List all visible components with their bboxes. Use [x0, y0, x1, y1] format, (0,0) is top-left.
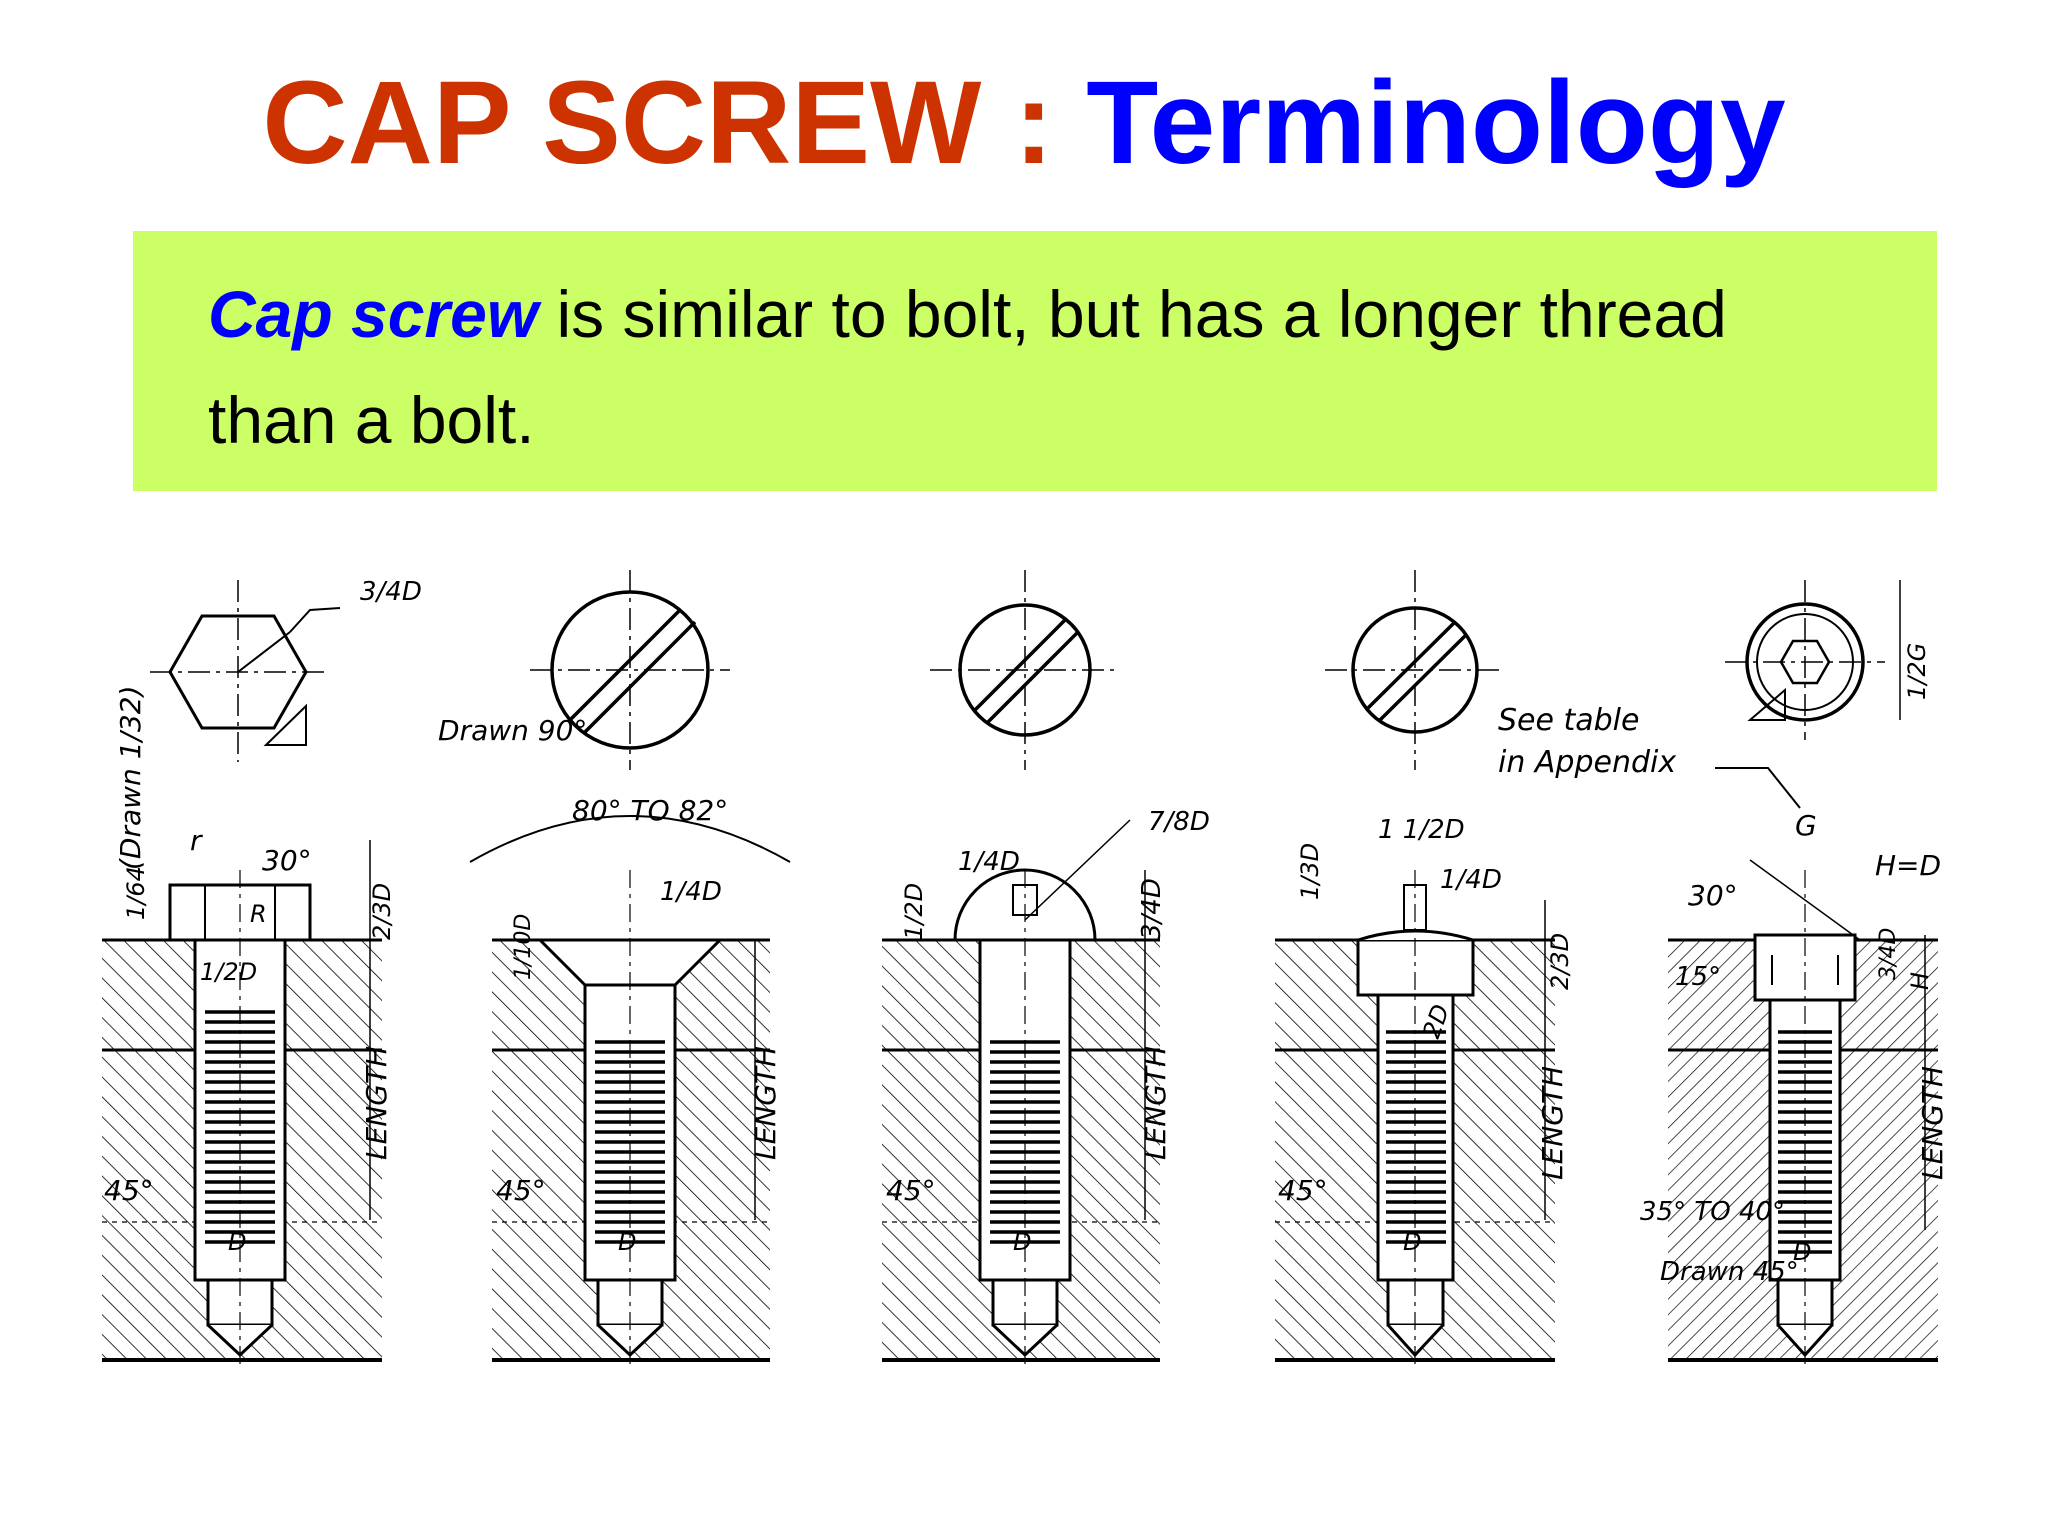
label-1-2-d: 1/2D — [200, 958, 257, 986]
label-80-to-82-deg: 80° TO 82° — [572, 794, 728, 827]
label-7-8-d: 7/8D — [1148, 807, 1210, 837]
label-d: D — [1013, 1228, 1031, 1256]
label-3-4-d: 3/4D — [360, 577, 422, 607]
label-1-2-g: 1/2G — [1903, 643, 1931, 700]
label-length: LENGTH — [1536, 1066, 1569, 1180]
label-2-3-d: 2/3D — [1546, 933, 1574, 990]
label-1-1-2-d: 1 1/2D — [1378, 815, 1465, 845]
socket-head-cap-screw: 1/2G G H=D 30° 15° 3/4D H LENGTH D 35° T… — [1640, 580, 1949, 1370]
definition-line-2: than a bolt. — [208, 383, 535, 457]
label-3-4-d: 3/4D — [1137, 878, 1167, 940]
label-35-to-40-deg: 35° TO 40° — [1640, 1197, 1785, 1227]
label-r-upper: R — [250, 900, 267, 928]
label-in-appendix: in Appendix — [1498, 745, 1676, 780]
label-45-deg: 45° — [886, 1174, 936, 1207]
label-d: D — [1793, 1238, 1811, 1266]
cap-screw-diagrams: 3/4D (Drawn 1/32) r 30° R 1/64 2/3D 1/2D… — [102, 570, 1949, 1370]
label-length: LENGTH — [749, 1046, 782, 1160]
title-cap-screw: CAP SCREW : — [262, 57, 1054, 189]
label-1-4-d: 1/4D — [958, 847, 1020, 877]
label-drawn-1-32: (Drawn 1/32) — [114, 685, 147, 870]
label-1-64: 1/64 — [122, 866, 150, 920]
label-drawn-45: Drawn 45° — [1660, 1257, 1799, 1287]
hex-head-cap-screw: 3/4D (Drawn 1/32) r 30° R 1/64 2/3D 1/2D… — [102, 577, 422, 1370]
page-title: CAP SCREW : Terminology — [0, 58, 2048, 188]
label-3-4-d: 3/4D — [1876, 928, 1901, 980]
definition-box: Cap screw is similar to bolt, but has a … — [133, 231, 1937, 491]
definition-text: Cap screw is similar to bolt, but has a … — [208, 261, 1908, 473]
label-1-3-d: 1/3D — [1296, 843, 1324, 900]
label-1-4-d: 1/4D — [1440, 865, 1502, 895]
label-30-deg: 30° — [262, 844, 312, 877]
label-length: LENGTH — [1139, 1046, 1172, 1160]
label-d: D — [1403, 1228, 1421, 1256]
label-see-table: See table — [1498, 703, 1639, 738]
label-d: D — [618, 1228, 636, 1256]
round-head-cap-screw: 1/4D 7/8D 1/2D 3/4D LENGTH D 45° — [882, 570, 1210, 1370]
label-h-equals-d: H=D — [1875, 849, 1941, 882]
label-r: r — [190, 824, 203, 857]
flat-head-cap-screw: Drawn 90° 80° TO 82° 1/4D 1/10D LENGTH D… — [438, 570, 791, 1370]
label-45-deg: 45° — [496, 1174, 546, 1207]
label-2-3-d: 2/3D — [368, 883, 396, 940]
label-45-deg: 45° — [1278, 1174, 1328, 1207]
label-g: G — [1795, 809, 1817, 842]
label-15-deg: 15° — [1675, 962, 1721, 992]
label-length: LENGTH — [360, 1046, 393, 1160]
label-1-4-d: 1/4D — [660, 877, 722, 907]
label-drawn-90: Drawn 90° — [438, 714, 587, 747]
label-1-2-d: 1/2D — [900, 883, 928, 940]
title-terminology: Terminology — [1086, 57, 1786, 189]
label-length: LENGTH — [1916, 1066, 1949, 1180]
label-d: D — [228, 1228, 246, 1256]
definition-line-1: is similar to bolt, but has a longer thr… — [538, 277, 1727, 351]
label-h: H — [1906, 972, 1934, 990]
label-30-deg: 30° — [1688, 879, 1738, 912]
label-45-deg: 45° — [104, 1174, 154, 1207]
definition-term: Cap screw — [208, 277, 539, 351]
label-1-10-d: 1/10D — [511, 914, 536, 980]
fillister-head-cap-screw: See table in Appendix 1 1/2D 1/4D 1/3D 2… — [1275, 570, 1676, 1370]
